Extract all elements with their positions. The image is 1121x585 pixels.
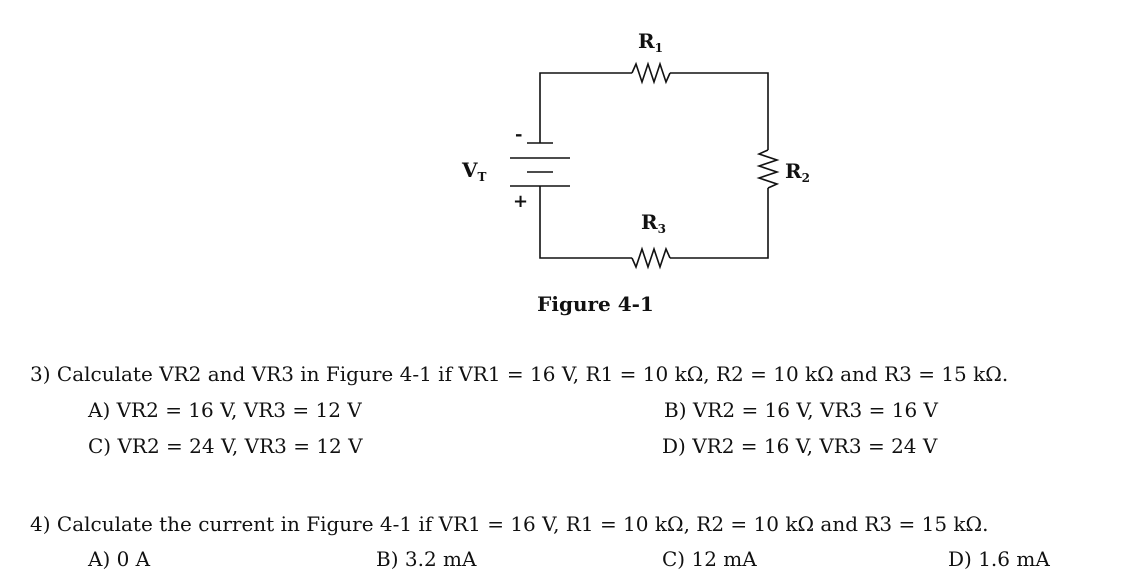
question-3-option-a[interactable]: A) VR2 = 16 V, VR3 = 12 V (88, 398, 362, 422)
r1-label: R1 (638, 29, 663, 55)
battery-minus-sign: - (515, 124, 522, 145)
battery-plus-sign: + (513, 191, 528, 212)
vt-label: VT (461, 158, 487, 184)
r3-label: R3 (641, 210, 666, 236)
top-wire-right (670, 72, 769, 150)
question-4-option-a[interactable]: A) 0 A (88, 547, 151, 571)
r3-resistor (631, 246, 671, 270)
question-4-prompt: 4) Calculate the current in Figure 4-1 i… (30, 512, 989, 536)
r1-resistor (631, 61, 671, 85)
question-4-option-b[interactable]: B) 3.2 mA (376, 547, 477, 571)
circuit-diagram: R1 R2 R3 VT - + (461, 29, 810, 270)
question-3-option-c[interactable]: C) VR2 = 24 V, VR3 = 12 V (88, 434, 363, 458)
top-wire (539, 72, 632, 143)
question-3-option-b[interactable]: B) VR2 = 16 V, VR3 = 16 V (664, 398, 938, 422)
r2-label: R2 (785, 159, 810, 185)
question-4-option-d[interactable]: D) 1.6 mA (948, 547, 1050, 571)
r2-resistor (756, 149, 780, 189)
bottom-wire-left (539, 200, 632, 259)
question-4-option-c[interactable]: C) 12 mA (662, 547, 757, 571)
figure-caption: Figure 4-1 (537, 292, 654, 316)
right-wire-bottom (670, 188, 769, 259)
question-3-option-d[interactable]: D) VR2 = 16 V, VR3 = 24 V (662, 434, 938, 458)
question-3-prompt: 3) Calculate VR2 and VR3 in Figure 4-1 i… (30, 362, 1009, 386)
